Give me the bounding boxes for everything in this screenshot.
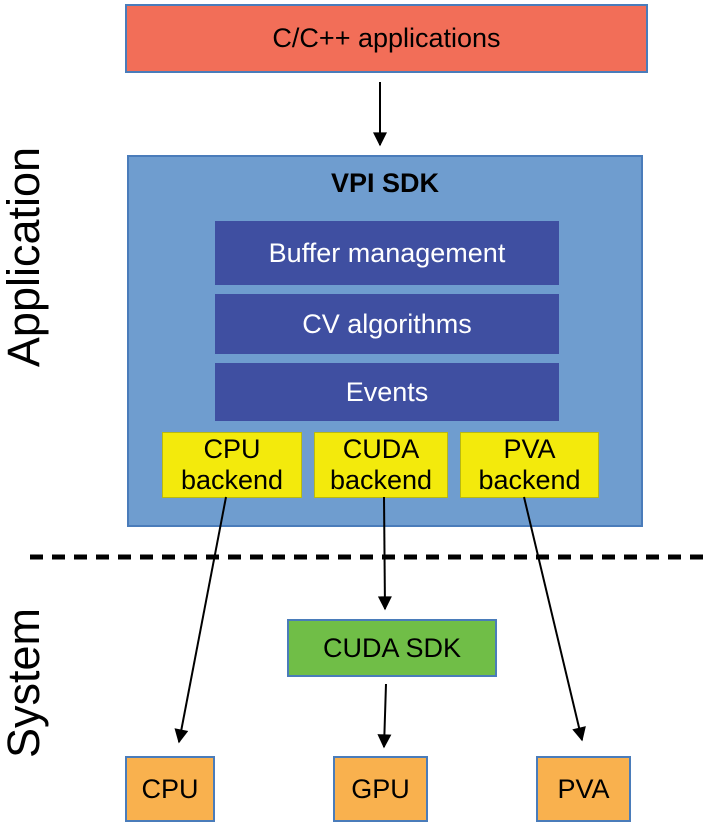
pva-backend-node: PVA backend <box>460 432 599 498</box>
pva-node: PVA <box>536 756 631 822</box>
cpu-node: CPU <box>125 756 215 822</box>
buffer-management-node: Buffer management <box>215 221 559 285</box>
cpu-backend-node: CPU backend <box>162 432 302 498</box>
cv-algorithms-node: CV algorithms <box>215 294 559 354</box>
cuda-sdk-to-gpu-arrow <box>377 683 392 749</box>
cuda-backend-node: CUDA backend <box>314 432 448 498</box>
gpu-node: GPU <box>333 756 428 822</box>
c-cpp-applications-node: C/C++ applications <box>125 4 648 73</box>
cuda-sdk-node: CUDA SDK <box>287 619 497 677</box>
vpi-sdk-title: VPI SDK <box>330 168 440 198</box>
application-layer-label: Application <box>0 146 49 368</box>
pva-backend-to-pva-arrow <box>523 496 586 742</box>
vpi-sdk-node: VPI SDK Buffer management CV algorithms … <box>127 155 643 527</box>
system-layer-label: System <box>0 607 49 759</box>
cpu-backend-to-cpu-arrow <box>174 496 227 744</box>
events-node: Events <box>215 363 559 421</box>
